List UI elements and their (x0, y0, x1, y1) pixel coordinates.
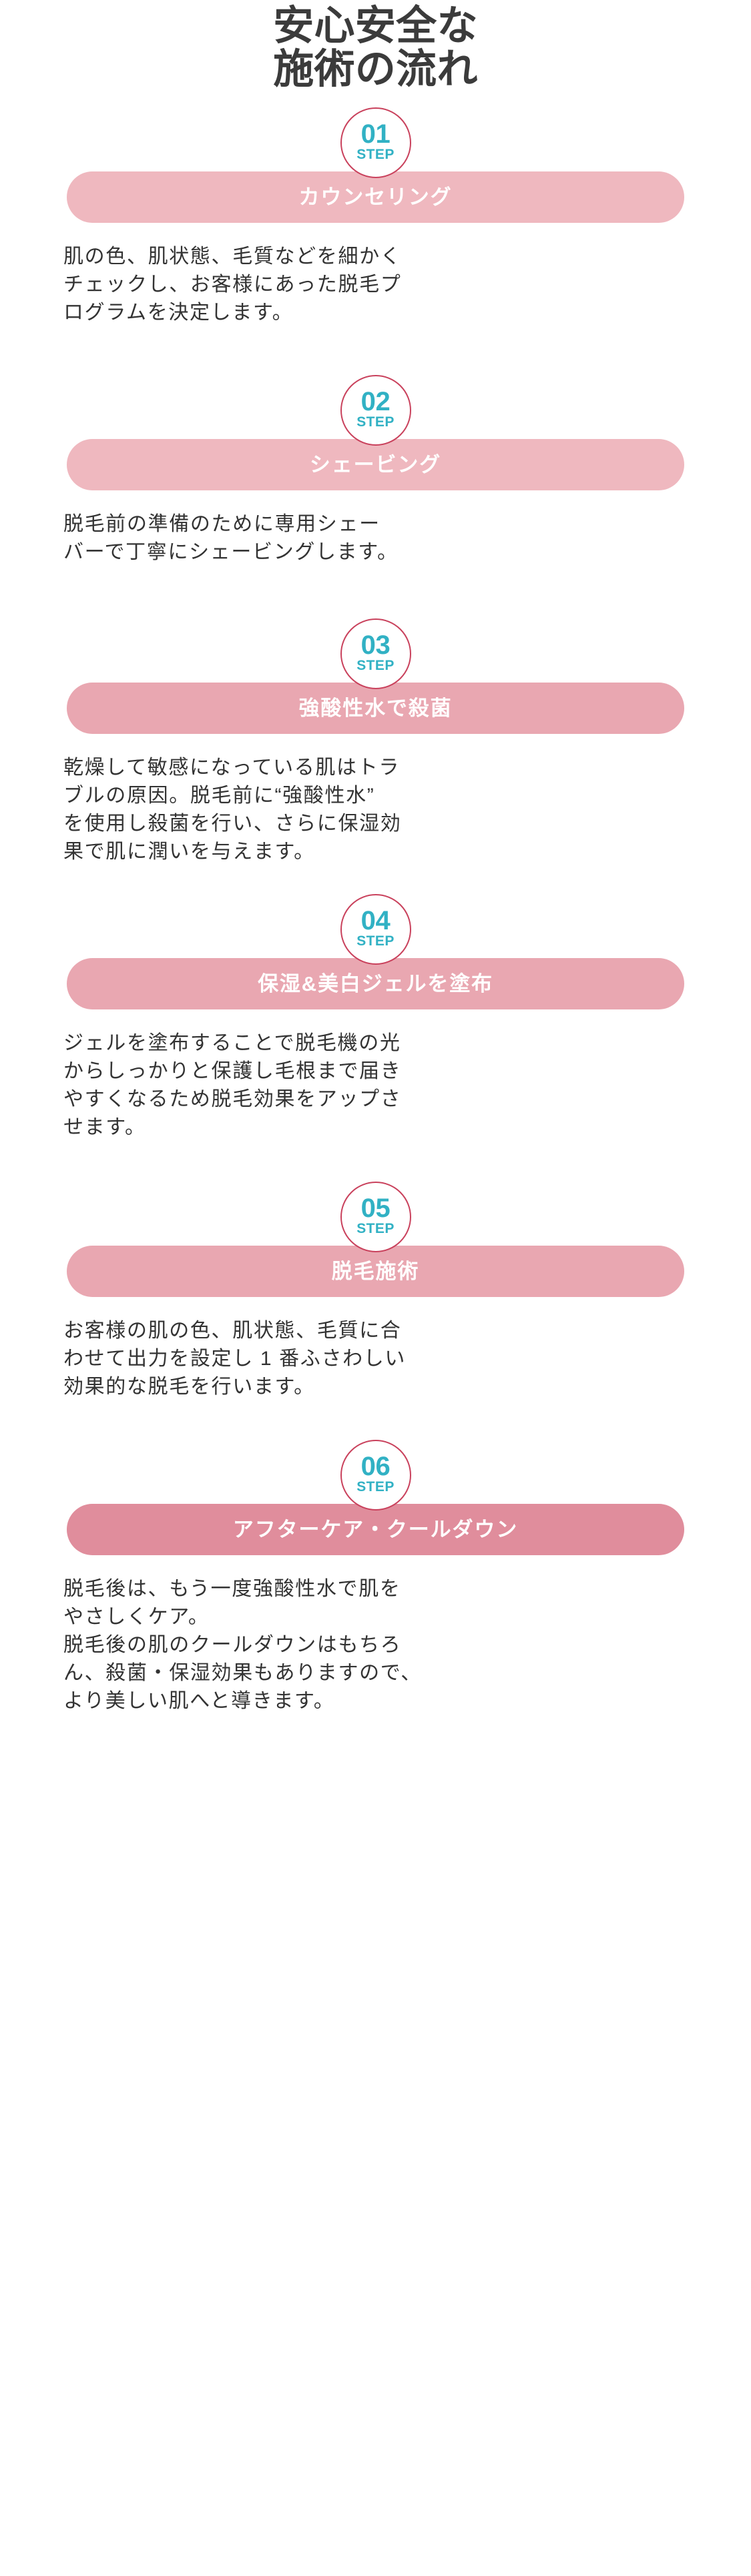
step-description: 肌の色、肌状態、毛質などを細かくチェックし、お客様にあった脱毛プログラムを決定し… (63, 243, 688, 327)
step-number: 01 (360, 119, 391, 149)
step-banner: 保湿&美白ジェルを塗布 (67, 957, 684, 1009)
step-description-line: 脱毛前の準備のために専用シェー (63, 512, 381, 535)
step-description-line: ブルの原因。脱毛前に“強酸性水” (63, 784, 375, 807)
step-description-line: 脱毛後の肌のクールダウンはもちろ (63, 1633, 402, 1656)
step-title: アフターケア・クールダウン (232, 1517, 519, 1541)
step-banner-wrap: カウンセリング (0, 171, 751, 223)
step-description-line: を使用し殺菌を行い、さらに保湿効 (63, 812, 402, 835)
step-description: 乾燥して敏感になっている肌はトラブルの原因。脱毛前に“強酸性水” を使用し殺菌を行… (63, 754, 688, 866)
step-description-line: 果で肌に潤いを与えます。 (63, 840, 315, 863)
step-description-line: 脱毛後は、もう一度強酸性水で肌を (63, 1577, 401, 1600)
step-body-wrap: 肌の色、肌状態、毛質などを細かくチェックし、お客様にあった脱毛プログラムを決定し… (0, 243, 751, 327)
step-description-line: やすくなるため脱毛効果をアップさ (63, 1088, 402, 1110)
step-number: 05 (360, 1193, 391, 1223)
step-description: お客様の肌の色、肌状態、毛質に合わせて出力を設定し 1 番ふさわしい効果的な脱毛… (63, 1317, 688, 1401)
step-word-label: STEP (356, 658, 395, 674)
step-body-wrap: 脱毛前の準備のために専用シェーバーで丁寧にシェービングします。 (0, 510, 751, 566)
page-title-line-2: 施術の流れ (273, 46, 478, 92)
step-banner-wrap: 保湿&美白ジェルを塗布 (0, 957, 751, 1009)
step-body-wrap: お客様の肌の色、肌状態、毛質に合わせて出力を設定し 1 番ふさわしい効果的な脱毛… (0, 1317, 751, 1401)
step-title: カウンセリング (298, 185, 453, 209)
page-title-line-1: 安心安全な (273, 3, 478, 48)
step-number: 03 (360, 630, 391, 660)
step-description-line: ん、殺菌・保湿効果もありますので、 (63, 1661, 422, 1684)
step-word-label: STEP (356, 1479, 395, 1495)
step-word-label: STEP (356, 1221, 395, 1237)
step-description-line: チェックし、お客様にあった脱毛プ (63, 273, 402, 296)
step-description-line: からしっかりと保護し毛根まで届き (63, 1059, 402, 1082)
step-description-line: 乾燥して敏感になっている肌はトラ (63, 756, 400, 779)
step-description-line: 効果的な脱毛を行います。 (63, 1375, 315, 1398)
step-banner-wrap: 強酸性水で殺菌 (0, 682, 751, 734)
step-description-line: お客様の肌の色、肌状態、毛質に合 (63, 1319, 402, 1342)
step-title: 保湿&美白ジェルを塗布 (258, 971, 493, 995)
step-number: 02 (360, 386, 391, 416)
step-body-wrap: ジェルを塗布することで脱毛機の光からしっかりと保護し毛根まで届きやすくなるため脱… (0, 1029, 751, 1142)
step-number: 04 (360, 905, 391, 935)
step-description-line: わせて出力を設定し 1 番ふさわしい (63, 1347, 407, 1370)
step-body-wrap: 脱毛後は、もう一度強酸性水で肌をやさしくケア。脱毛後の肌のクールダウンはもちろん… (0, 1575, 751, 1715)
step-description-line: ログラムを決定します。 (63, 301, 294, 324)
step-banner: 脱毛施術 (67, 1245, 684, 1297)
step-description-line: せます。 (63, 1116, 146, 1138)
step-banner: 強酸性水で殺菌 (67, 682, 684, 734)
step-banner-wrap: 脱毛施術 (0, 1245, 751, 1297)
step-banner: シェービング (67, 438, 684, 490)
step-description: ジェルを塗布することで脱毛機の光からしっかりと保護し毛根まで届きやすくなるため脱… (63, 1029, 688, 1142)
step-description-line: 肌の色、肌状態、毛質などを細かく (63, 245, 402, 268)
step-title: シェービング (309, 452, 442, 476)
step-banner: カウンセリング (67, 171, 684, 223)
step-description: 脱毛後は、もう一度強酸性水で肌をやさしくケア。脱毛後の肌のクールダウンはもちろん… (63, 1575, 688, 1715)
step-banner: アフターケア・クールダウン (67, 1503, 684, 1555)
step-description-line: バーで丁寧にシェービングします。 (63, 540, 399, 563)
step-word-label: STEP (356, 414, 395, 430)
page-title: 安心安全な 施術の流れ (0, 0, 751, 91)
step-banner-wrap: アフターケア・クールダウン (0, 1503, 751, 1555)
step-number: 06 (360, 1451, 391, 1481)
step-word-label: STEP (356, 933, 395, 949)
step-word-label: STEP (356, 147, 395, 163)
step-description-line: より美しい肌へと導きます。 (63, 1689, 335, 1712)
step-body-wrap: 乾燥して敏感になっている肌はトラブルの原因。脱毛前に“強酸性水” を使用し殺菌を行… (0, 754, 751, 866)
step-title: 強酸性水で殺菌 (298, 696, 453, 720)
step-description-line: ジェルを塗布することで脱毛機の光 (63, 1031, 401, 1054)
step-banner-wrap: シェービング (0, 438, 751, 490)
step-title: 脱毛施術 (331, 1259, 420, 1283)
step-description: 脱毛前の準備のために専用シェーバーで丁寧にシェービングします。 (63, 510, 688, 566)
step-description-line: やさしくケア。 (63, 1605, 210, 1628)
